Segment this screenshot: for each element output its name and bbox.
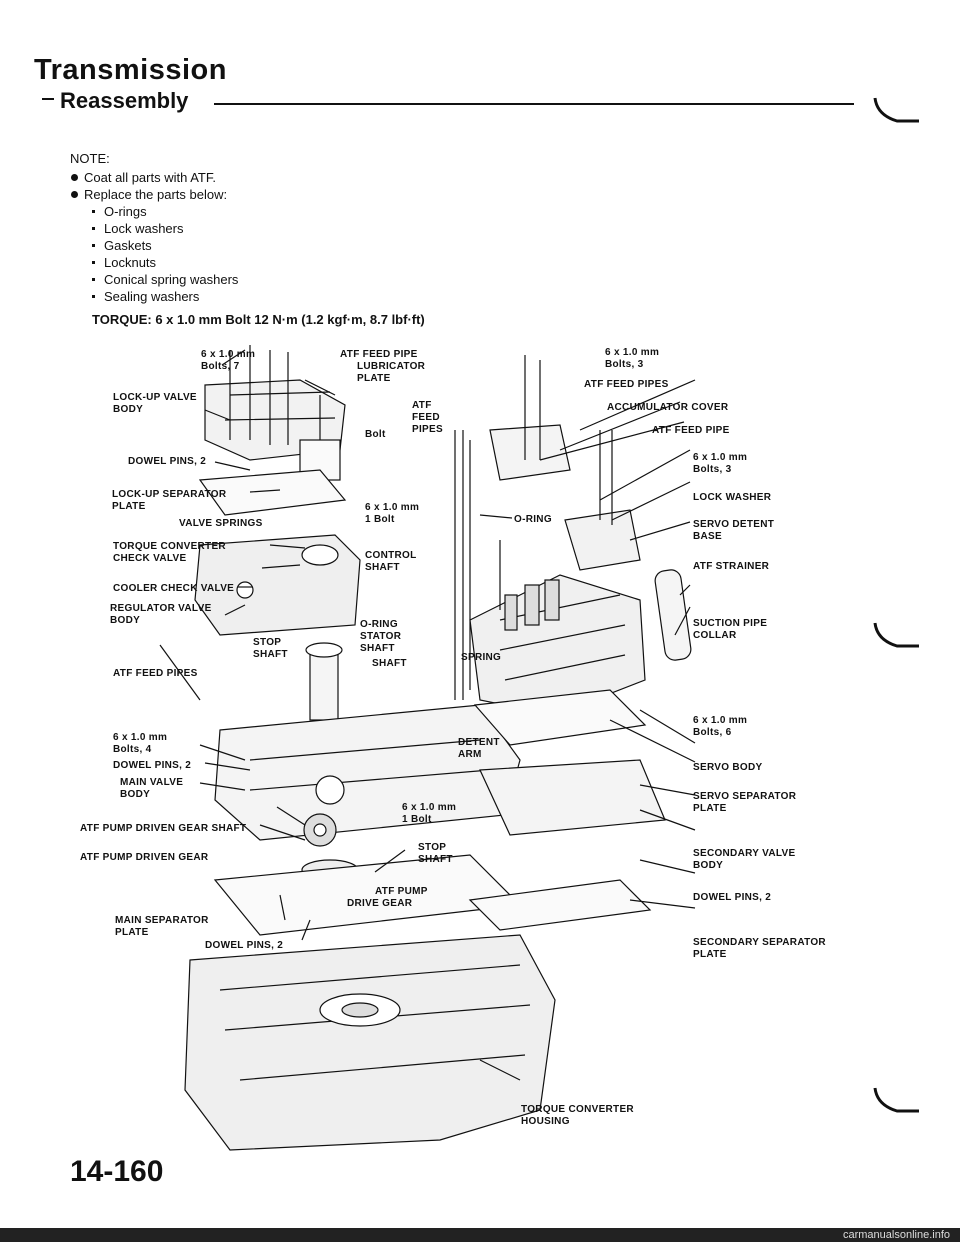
replace-part-item: Lock washers (92, 220, 238, 237)
main-valve-body-part (214, 704, 521, 841)
edge-tab-icon (873, 1087, 919, 1113)
replace-part-item: Gaskets (92, 237, 238, 254)
torque-spec: TORQUE: 6 x 1.0 mm Bolt 12 N·m (1.2 kgf·… (92, 312, 425, 327)
label-atf-feed-pipe-right: ATF FEED PIPE (652, 425, 730, 436)
note-title: NOTE: (70, 151, 110, 166)
note-item: Coat all parts with ATF. (70, 169, 238, 186)
label-dowel-pins-mid: DOWEL PINS, 2 (113, 760, 191, 771)
replace-part-item: Sealing washers (92, 288, 238, 305)
label-accumulator-cover: ACCUMULATOR COVER (607, 402, 729, 413)
accumulator-cover-part (489, 424, 571, 481)
servo-body-part (473, 689, 647, 746)
section-marker-icon (42, 98, 54, 100)
servo-separator-plate-part (479, 759, 666, 836)
label-servo-body: SERVO BODY (693, 762, 763, 773)
label-lock-washer: LOCK WASHER (693, 492, 772, 503)
stator-shaft-part (309, 649, 339, 721)
label-cooler-check-valve: COOLER CHECK VALVE (113, 583, 234, 594)
label-dowel-pins-right: DOWEL PINS, 2 (693, 892, 771, 903)
secondary-separator-plate-part (468, 879, 652, 931)
label-spring: SPRING (461, 652, 501, 663)
label-oring-right: O-RING (514, 514, 552, 525)
label-valve-springs: VALVE SPRINGS (179, 518, 263, 529)
bottom-bar (0, 1228, 960, 1242)
label-atf-strainer: ATF STRAINER (693, 561, 770, 572)
label-bolt: Bolt (365, 429, 386, 440)
replace-part-item: Locknuts (92, 254, 238, 271)
edge-tab-icon (873, 622, 919, 648)
tc-housing-part (184, 934, 556, 1151)
page-number: 14-160 (70, 1155, 164, 1188)
label-dowel-pins-bottom: DOWEL PINS, 2 (205, 940, 283, 951)
edge-tab-icon (873, 97, 919, 123)
section-rule (214, 103, 854, 105)
page-title: Transmission (34, 54, 227, 86)
replace-part-item: O-rings (92, 203, 238, 220)
label-dowel-pins-top: DOWEL PINS, 2 (128, 456, 206, 467)
replace-part-item: Conical spring washers (92, 271, 238, 288)
main-separator-plate-part (213, 854, 522, 936)
footer-watermark: carmanualsonline.info (842, 1229, 950, 1241)
note-item: Replace the parts below: (70, 186, 238, 203)
servo-detent-base-part (564, 509, 641, 571)
label-pump-driven-gear-shaft: ATF PUMP DRIVEN GEAR SHAFT (80, 823, 246, 834)
label-pump-driven-gear: ATF PUMP DRIVEN GEAR (80, 852, 209, 863)
label-atf-feed-pipes-left: ATF FEED PIPES (113, 668, 198, 679)
replace-parts-list: O-rings Lock washers Gaskets Locknuts Co… (92, 203, 238, 305)
note-list: Coat all parts with ATF. Replace the par… (70, 169, 238, 203)
atf-strainer-part (654, 569, 692, 661)
lockup-separator-plate-part (198, 469, 347, 516)
note-block: NOTE: Coat all parts with ATF. Replace t… (70, 150, 238, 305)
label-shaft: SHAFT (372, 658, 407, 669)
section-subtitle: Reassembly (60, 88, 189, 113)
label-atf-feed-pipes-right: ATF FEED PIPES (584, 379, 669, 390)
